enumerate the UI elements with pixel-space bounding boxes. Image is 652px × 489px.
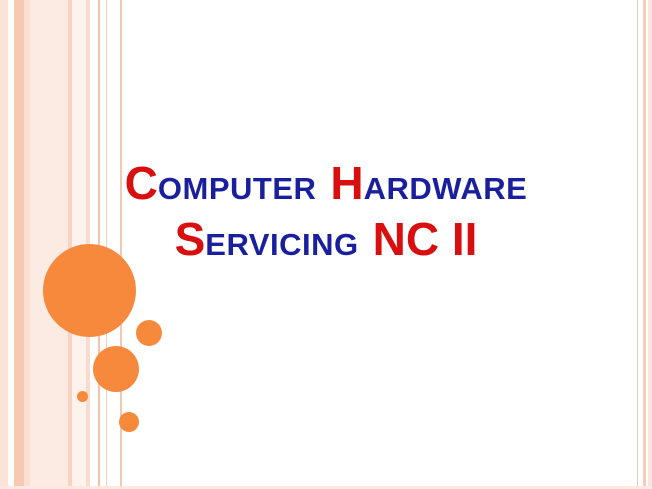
decorative-circle bbox=[136, 320, 162, 346]
decorative-band bbox=[68, 0, 72, 489]
decorative-band bbox=[30, 0, 68, 489]
right-border-line bbox=[648, 0, 652, 489]
slide-title: COMPUTER HARDWARE SERVICING NC II bbox=[0, 160, 652, 276]
title-initial: H bbox=[330, 157, 364, 209]
title-qualification-level: NC II bbox=[372, 213, 478, 265]
decorative-circle bbox=[119, 412, 139, 432]
bottom-border-line bbox=[0, 486, 652, 489]
title-word-rest: ARDWARE bbox=[363, 171, 528, 206]
decorative-band bbox=[14, 0, 24, 489]
decorative-circle bbox=[43, 244, 136, 337]
decorative-band bbox=[120, 0, 122, 489]
decorative-band bbox=[8, 0, 14, 489]
decorative-band bbox=[24, 0, 30, 489]
title-line-1: COMPUTER HARDWARE bbox=[0, 160, 652, 216]
decorative-circle bbox=[77, 391, 88, 402]
right-border-line bbox=[643, 0, 646, 489]
right-border-line bbox=[637, 0, 638, 489]
decorative-circle bbox=[93, 346, 139, 392]
title-initial: S bbox=[174, 213, 206, 265]
title-word-rest: ERVICING bbox=[205, 227, 359, 262]
title-word-rest: OMPUTER bbox=[157, 171, 317, 206]
title-initial: C bbox=[124, 157, 158, 209]
title-line-2: SERVICING NC II bbox=[0, 216, 652, 276]
decorative-band bbox=[0, 0, 8, 489]
decorative-band bbox=[106, 0, 107, 489]
